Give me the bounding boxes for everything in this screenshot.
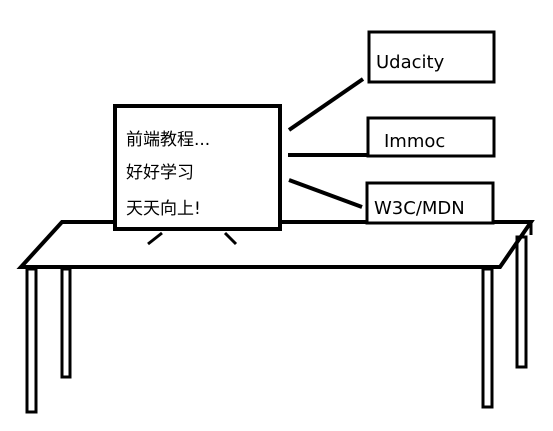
monitor-stand-left (147, 231, 163, 246)
desk (16, 220, 535, 414)
resource-boxes: Udacity Immoc W3C/MDN (365, 30, 496, 225)
desk-leg-back-right (515, 235, 528, 369)
monitor-screen (113, 104, 282, 231)
monitor: 前端教程... 好好学习 天天向上! (113, 104, 282, 246)
box-udacity: Udacity (367, 30, 496, 84)
desk-leg-back-left (60, 267, 72, 379)
connector-udacity (287, 77, 365, 132)
label-w3c-mdn: W3C/MDN (374, 198, 465, 219)
monitor-stand-right (223, 231, 238, 246)
box-w3c-mdn: W3C/MDN (365, 181, 495, 225)
desk-leg-front-left (25, 267, 38, 414)
connectors (287, 77, 367, 209)
box-immoc: Immoc (366, 116, 496, 158)
desk-leg-front-right (481, 267, 494, 409)
label-immoc: Immoc (384, 131, 445, 152)
screen-line-1: 前端教程... (126, 130, 210, 150)
screen-line-3: 天天向上! (126, 199, 201, 219)
connector-w3c-mdn (288, 178, 363, 209)
label-udacity: Udacity (376, 52, 445, 73)
screen-line-2: 好好学习 (126, 163, 194, 183)
